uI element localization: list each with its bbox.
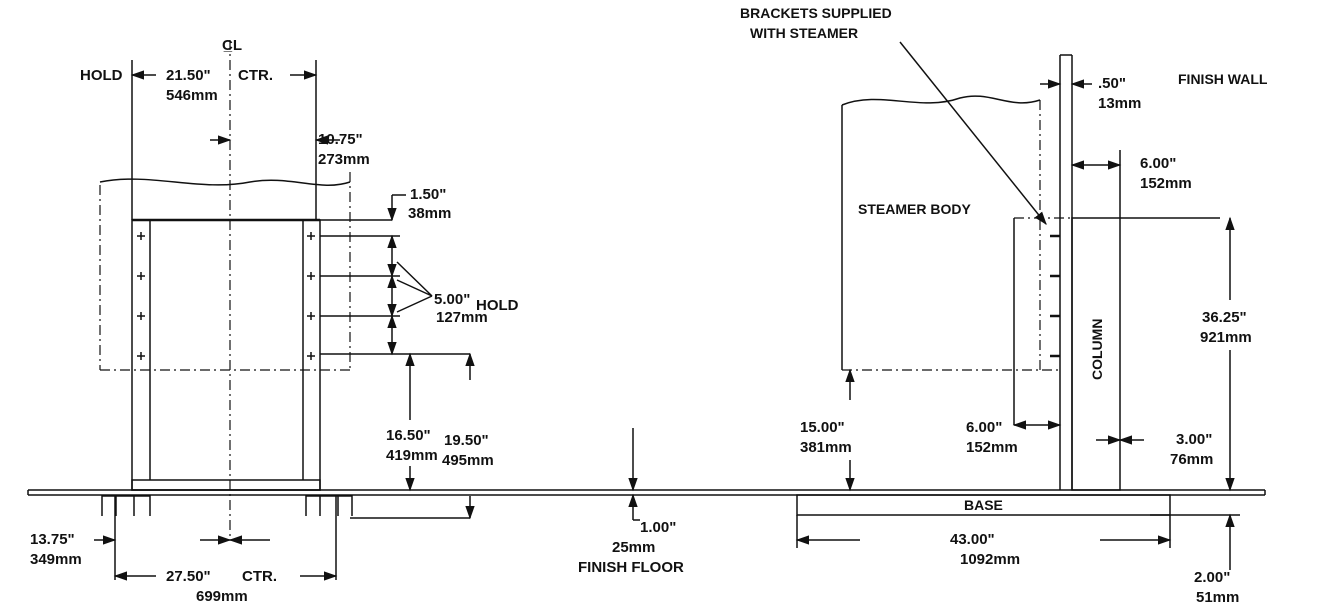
dim-51mm: 51mm [1196, 589, 1239, 606]
dim-38mm: 38mm [408, 205, 451, 222]
dim-19-50-in: 19.50" [444, 432, 489, 449]
dim-152mm-bottom: 152mm [966, 439, 1018, 456]
dim-43-00-in: 43.00" [950, 531, 995, 548]
dim-15-00-in: 15.00" [800, 419, 845, 436]
brackets-label-line2: WITH STEAMER [750, 25, 858, 41]
dim-273mm: 273mm [318, 151, 370, 168]
dimension-lines-left [94, 70, 640, 581]
dim-1092mm: 1092mm [960, 551, 1020, 568]
column-label: COLUMN [1089, 319, 1105, 380]
steamer-body-label: STEAMER BODY [858, 201, 971, 217]
dim-1-50-in: 1.50" [410, 186, 446, 203]
dim-36-25-in: 36.25" [1202, 309, 1247, 326]
base-label: BASE [964, 497, 1003, 513]
dim-21-50-in: 21.50" [166, 67, 211, 84]
dim-419mm: 419mm [386, 447, 438, 464]
dim-699mm: 699mm [196, 588, 248, 605]
wall-brackets [1050, 234, 1060, 358]
ctr-label-bottom: CTR. [242, 568, 277, 585]
dim-6-00-in-top: 6.00" [1140, 155, 1176, 172]
dim-25mm: 25mm [612, 539, 655, 556]
dim-13mm: 13mm [1098, 95, 1141, 112]
dim-495mm: 495mm [442, 452, 494, 469]
ctr-label-top: CTR. [238, 67, 273, 84]
dim-921mm: 921mm [1200, 329, 1252, 346]
hold-label-top: HOLD [80, 67, 123, 84]
hold-label-mid: HOLD [476, 297, 519, 314]
brackets-label-line1: BRACKETS SUPPLIED [740, 5, 892, 21]
dimension-lines-right [795, 41, 1235, 570]
dim-3-00-in: 3.00" [1176, 431, 1212, 448]
dim-127mm: 127mm [436, 309, 488, 326]
dim-381mm: 381mm [800, 439, 852, 456]
dim-10-75-in: 10.75" [318, 131, 363, 148]
dim-16-50-in: 16.50" [386, 427, 431, 444]
dim-76mm: 76mm [1170, 451, 1213, 468]
dim-13-75-in: 13.75" [30, 531, 75, 548]
labels-right: BRACKETS SUPPLIED WITH STEAMER .50" 13mm… [740, 5, 1268, 606]
labels-left: C̲L HOLD 21.50" CTR. 546mm 10.75" 273mm … [30, 37, 684, 605]
finish-wall-label: FINISH WALL [1178, 71, 1268, 87]
dim-27-50-in: 27.50" [166, 568, 211, 585]
dim-5-00-in: 5.00" [434, 291, 470, 308]
dim-152mm-top: 152mm [1140, 175, 1192, 192]
dim-2-00-in: 2.00" [1194, 569, 1230, 586]
steamer-column-assembly [796, 54, 1240, 548]
dim-349mm: 349mm [30, 551, 82, 568]
wall-frame [99, 40, 470, 580]
finish-floor-label: FINISH FLOOR [578, 559, 684, 576]
dim-6-00-in-bottom: 6.00" [966, 419, 1002, 436]
dim-0-50-in: .50" [1098, 75, 1126, 92]
centerline-symbol: C̲L [222, 37, 242, 54]
mounting-holes [137, 232, 315, 360]
dim-1-00-in: 1.00" [640, 519, 676, 536]
dim-546mm: 546mm [166, 87, 218, 104]
